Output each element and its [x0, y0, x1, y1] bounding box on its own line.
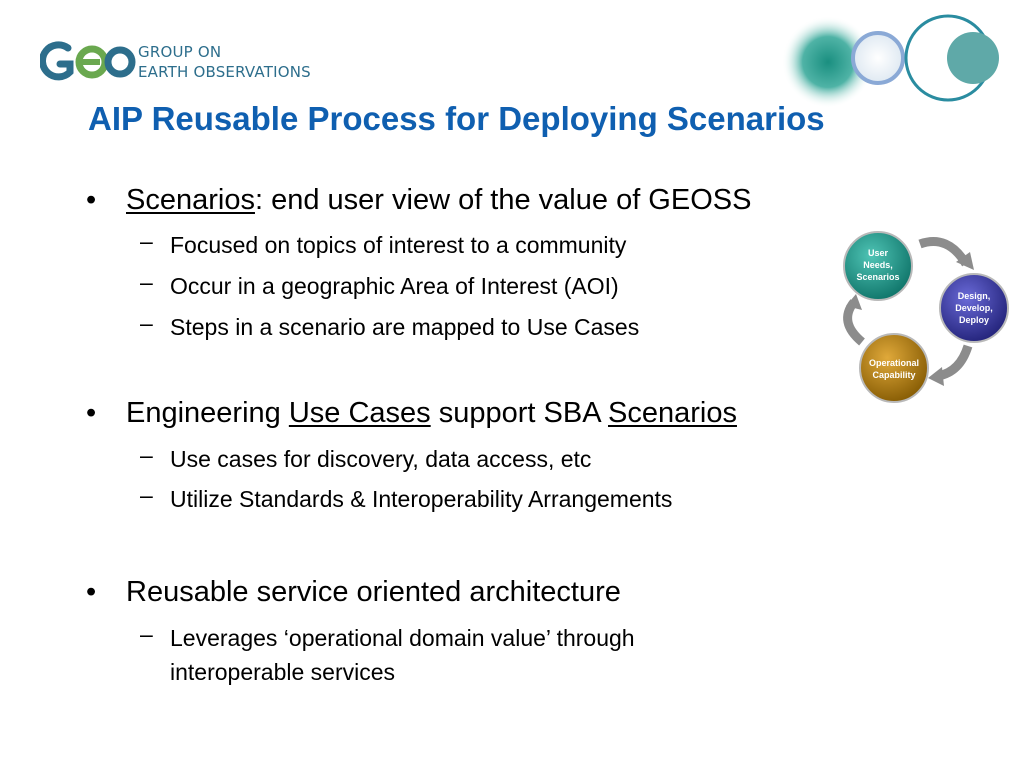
bullet-dot: • — [86, 576, 97, 608]
node-user-line-3: Scenarios — [856, 272, 899, 282]
cycle-arrowhead-3-icon — [846, 294, 862, 310]
bullet-text: Engineering Use Cases support SBA Scenar… — [126, 397, 737, 430]
logo-text: GROUP ON EARTH OBSERVATIONS — [138, 42, 311, 82]
sub-text: Steps in a scenario are mapped to Use Ca… — [170, 314, 640, 340]
cycle-arrow-2-icon — [936, 344, 973, 381]
node-operational-capability: Operational Capability — [859, 333, 929, 403]
scenarios-underlined: Scenarios — [608, 397, 737, 429]
node-design-develop-deploy: Design, Develop, Deploy — [939, 273, 1009, 343]
bullet-dot: • — [86, 397, 97, 429]
teal-solid-circle — [947, 32, 999, 84]
scenarios-underlined: Scenarios — [126, 184, 255, 216]
cycle-arrowhead-2-icon — [928, 367, 944, 386]
bullet-rest: : end user view of the value of GEOSS — [254, 184, 752, 216]
header-circles-decoration — [782, 14, 999, 108]
bullet-text: Reusable service oriented architecture — [126, 576, 621, 608]
bullet-text: Scenarios: end user view of the value of… — [126, 184, 751, 217]
slide-title: AIP Reusable Process for Deploying Scena… — [88, 100, 825, 137]
bullet-part-2: support SBA — [430, 397, 608, 429]
sub-text: Focused on topics of interest to a commu… — [170, 232, 627, 258]
sub-text: Use cases for discovery, data access, et… — [170, 446, 592, 472]
geo-logo-mark-icon — [39, 41, 136, 81]
sub-dash: – — [140, 269, 153, 295]
node-user-needs: User Needs, Scenarios — [843, 231, 913, 301]
bullet-part-1: Engineering — [126, 397, 289, 429]
sub-text: Utilize Standards & Interoperability Arr… — [170, 486, 673, 512]
node-design-line-3: Deploy — [959, 315, 989, 325]
geo-logo: GROUP ON EARTH OBSERVATIONS — [39, 38, 340, 90]
process-cycle-diagram: User Needs, Scenarios Design, Develop, D… — [843, 231, 1009, 403]
teal-glow-circle — [782, 16, 874, 108]
blue-ring-circle — [851, 31, 905, 85]
sub-dash: – — [140, 482, 153, 508]
sub-dash: – — [140, 442, 153, 468]
node-operational-line-1: Operational — [869, 358, 919, 368]
sub-text: Leverages ‘operational domain value’ thr… — [170, 625, 635, 651]
node-user-line-2: Needs, — [863, 260, 893, 270]
sub-text: Occur in a geographic Area of Interest (… — [170, 273, 619, 299]
sub-text: interoperable services — [170, 659, 396, 685]
sub-dash: – — [140, 310, 153, 336]
sub-dash: – — [140, 228, 153, 254]
node-operational-line-2: Capability — [872, 370, 915, 380]
logo-line-2: EARTH OBSERVATIONS — [138, 63, 311, 81]
node-design-line-1: Design, — [958, 291, 991, 301]
node-user-line-1: User — [868, 248, 889, 258]
cycle-arrowhead-1-icon — [956, 252, 974, 270]
bullet-dot: • — [86, 184, 97, 216]
use-cases-underlined: Use Cases — [288, 397, 431, 429]
sub-dash: – — [140, 621, 153, 647]
logo-line-1: GROUP ON — [138, 43, 222, 61]
node-design-line-2: Develop, — [955, 303, 993, 313]
